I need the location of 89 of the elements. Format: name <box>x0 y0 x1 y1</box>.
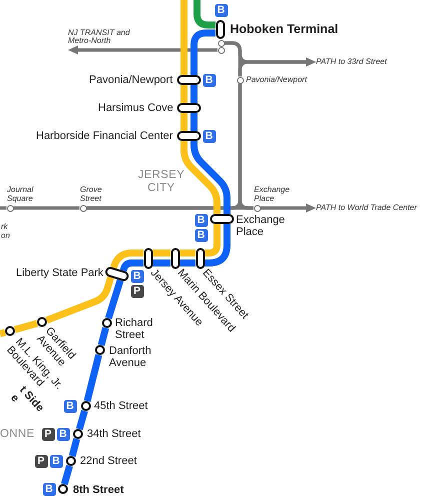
station-name: Journal Square <box>7 186 34 204</box>
station-marker <box>80 204 86 212</box>
route-line <box>190 30 216 75</box>
station-name: rk on <box>1 223 10 241</box>
parking-sign: P <box>130 284 144 298</box>
station-marker <box>81 401 91 411</box>
route-line <box>194 0 216 28</box>
route-line <box>190 141 230 214</box>
station-marker <box>37 317 47 327</box>
station-name: Grove Street <box>80 186 102 204</box>
station-name: Richard Street <box>115 316 153 342</box>
route-line <box>152 250 170 256</box>
route-line <box>180 0 188 75</box>
bus-sign: B <box>202 74 216 86</box>
station-name: Exchange Place <box>236 214 285 238</box>
station-marker <box>177 75 201 85</box>
bus-sign: B <box>42 482 56 496</box>
station-marker <box>102 318 112 328</box>
station-name: 45th Street <box>94 400 148 412</box>
station-marker <box>58 484 68 494</box>
station-name: Pavonia/Newport <box>246 76 307 84</box>
route-arrow <box>260 204 316 212</box>
station-name: 34th Street <box>87 428 141 440</box>
route-line <box>68 438 80 458</box>
route-line <box>14 320 38 334</box>
area-label: ONNE <box>0 428 34 440</box>
route-line <box>120 260 144 272</box>
station-marker <box>236 76 244 84</box>
bus-sign: B <box>56 428 70 440</box>
route-line <box>180 113 188 131</box>
station-marker <box>66 456 76 466</box>
bus-sign: B <box>50 454 62 468</box>
route-line <box>45 276 114 324</box>
station-marker <box>5 326 15 336</box>
station-name: 22nd Street <box>80 455 137 468</box>
route-line <box>14 206 80 210</box>
route-line <box>180 141 220 214</box>
station-marker <box>177 131 201 141</box>
route-line <box>0 328 6 338</box>
station-name: Hoboken Terminal <box>230 22 338 36</box>
station-marker <box>95 345 105 355</box>
route-line <box>84 354 102 402</box>
station-marker <box>6 204 14 212</box>
station-name: Harsimus Cove <box>98 102 174 114</box>
route-line <box>110 250 144 270</box>
station-name: Liberty State Park <box>16 267 104 280</box>
station-name: Exchange Place <box>254 186 290 204</box>
destination-label: PATH to 33rd Street <box>316 58 387 66</box>
station-marker <box>218 40 224 46</box>
station-marker <box>216 20 224 38</box>
station-marker <box>177 103 201 113</box>
route-arrow <box>68 46 218 54</box>
station-name: Pavonia/Newport <box>89 74 173 86</box>
station-marker <box>170 248 180 268</box>
route-line <box>238 84 254 210</box>
bus-sign: B <box>202 130 216 142</box>
bus-sign: B <box>214 4 228 16</box>
route-line <box>180 85 188 103</box>
station-marker <box>144 248 152 268</box>
area-label: JERSEY CITY <box>138 169 184 195</box>
route-line <box>204 224 220 256</box>
route-line <box>0 206 6 210</box>
route-line <box>190 85 198 103</box>
route-arrow <box>238 58 316 76</box>
station-name: Danforth Avenue <box>109 344 152 370</box>
station-name: 8th Street <box>73 484 124 496</box>
bus-sign: B <box>130 270 144 282</box>
route-line <box>61 464 73 486</box>
route-line <box>190 113 198 131</box>
route-line <box>180 250 196 256</box>
route-line <box>204 224 230 266</box>
destination-label: NJ TRANSIT and Metro-North <box>68 28 134 46</box>
station-marker <box>218 46 224 54</box>
bus-sign: B <box>194 214 208 226</box>
route-line <box>98 326 110 346</box>
station-marker <box>254 204 260 212</box>
station-marker <box>210 214 234 224</box>
route-line <box>152 260 170 266</box>
parking-sign: P <box>34 454 48 468</box>
bus-sign: B <box>194 228 208 242</box>
station-marker <box>196 248 204 268</box>
route-line <box>105 279 124 320</box>
parking-sign: P <box>42 428 54 440</box>
bus-sign: B <box>64 400 76 412</box>
station-name: Harborside Financial Center <box>36 130 173 142</box>
route-line <box>76 410 88 430</box>
route-line <box>180 260 196 266</box>
destination-label: PATH to World Trade Center <box>316 204 417 212</box>
station-marker <box>73 429 83 439</box>
